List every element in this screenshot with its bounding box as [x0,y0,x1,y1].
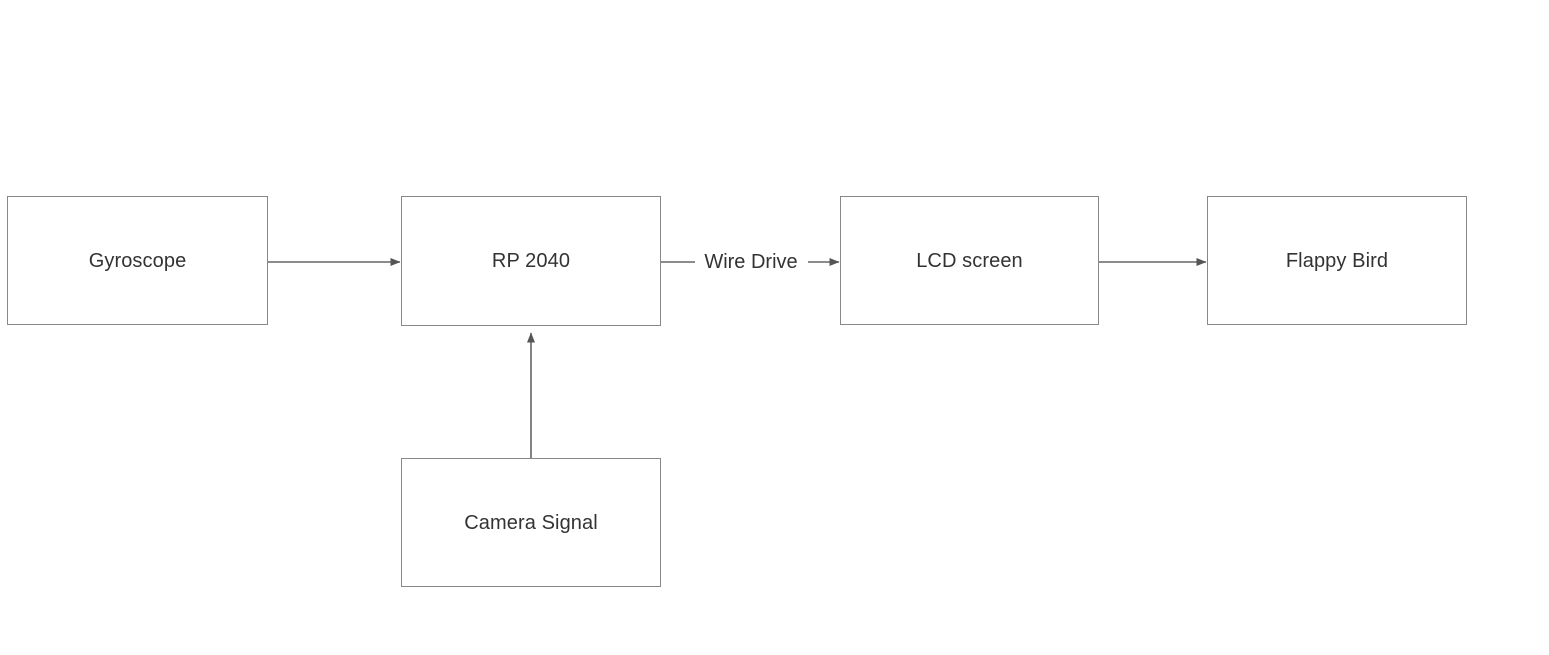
edge-label-wire-drive: Wire Drive [702,251,800,273]
node-gyroscope-label: Gyroscope [88,249,187,272]
node-flappy-bird[interactable]: Flappy Bird [1207,196,1467,325]
node-camera-signal-label: Camera Signal [464,511,598,534]
node-flappy-bird-label: Flappy Bird [1285,249,1389,272]
node-camera-signal[interactable]: Camera Signal [401,458,661,587]
node-lcd-screen[interactable]: LCD screen [840,196,1099,325]
node-gyroscope[interactable]: Gyroscope [7,196,268,325]
node-lcd-screen-label: LCD screen [916,249,1023,272]
node-rp2040[interactable]: RP 2040 [401,196,661,326]
node-rp2040-label: RP 2040 [491,250,571,272]
